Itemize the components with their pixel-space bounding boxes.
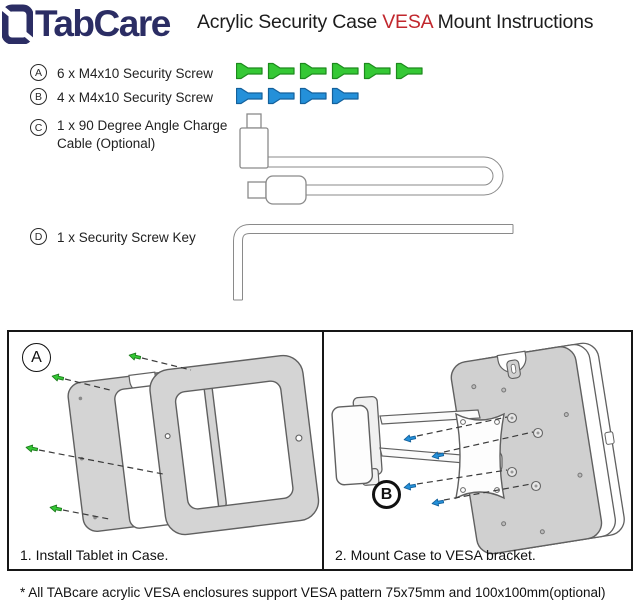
part-label-a: 6 x M4x10 Security Screw [57, 66, 214, 81]
title-vesa-highlight: VESA [382, 11, 433, 33]
step-panel-install: A [7, 330, 324, 571]
tabcare-logo-icon [2, 4, 33, 44]
step-b-badge: B [372, 480, 401, 509]
brand-logo: TabCare [2, 3, 171, 44]
step-a-caption: 1. Install Tablet in Case. [20, 547, 169, 563]
charge-cable-illustration [239, 113, 504, 205]
install-tablet-diagram [25, 352, 320, 536]
page-title: Acrylic Security Case VESA Mount Instruc… [197, 11, 594, 34]
part-letter-badge-a: A [30, 64, 47, 81]
part-label-b: 4 x M4x10 Security Screw [57, 90, 214, 105]
step-b-caption: 2. Mount Case to VESA bracket. [335, 547, 536, 563]
part-label-c: 1 x 90 Degree Angle Charge Cable (Option… [57, 118, 228, 151]
brand-name: TabCare [35, 3, 171, 44]
title-part2: Mount Instructions [432, 11, 594, 33]
screw-key-illustration [233, 224, 514, 301]
footnote: * All TABcare acrylic VESA enclosures su… [20, 585, 606, 600]
part-letter-badge-c: C [30, 119, 47, 136]
part-label-d: 1 x Security Screw Key [57, 230, 196, 245]
part-letter-badge-d: D [30, 228, 47, 245]
green-screws-illustration [236, 62, 423, 80]
step-a-badge: A [22, 343, 51, 372]
blue-screws-illustration [236, 87, 359, 105]
title-part1: Acrylic Security Case [197, 11, 383, 33]
mount-vesa-diagram [331, 342, 625, 555]
standoff-bosses [506, 412, 544, 492]
part-letter-badge-b: B [30, 88, 47, 105]
step-panel-mount: B [322, 330, 633, 571]
